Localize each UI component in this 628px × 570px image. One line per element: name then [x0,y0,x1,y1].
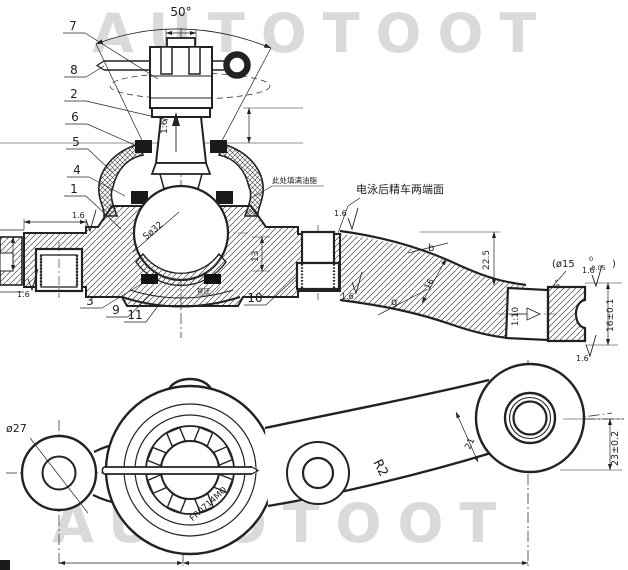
arm-boss-hole [301,456,335,490]
svg-text:1.6: 1.6 [17,290,30,299]
stud-taper-label: 1:6 [160,119,170,134]
callout-6: 6 [71,110,79,124]
arm-top-edge [264,378,490,430]
grease-note: 此处填满油脂 [272,175,317,185]
section-view: 1:6 [0,5,622,363]
annotation-notes: 电泳后精车两端面 此处填满油脂 铆压 [197,175,444,296]
left-end-block [0,229,24,293]
eye-dia-dim: ø27 [6,422,27,435]
callout-7: 7 [69,19,77,33]
cotter-pin-plan [101,466,260,475]
callout-5: 5 [72,135,80,149]
callout-4: 4 [73,163,81,177]
bearing-seat [135,252,227,287]
end-taper-label: 1:10 [511,307,521,326]
arm-thickness-dim: 16 [423,277,437,291]
offset-dim: 23±0.2 [610,431,621,466]
cotter-pin-loop [223,51,251,79]
castle-nut [149,37,213,109]
bottom-cover [121,296,241,308]
surface-q-label: q [391,297,397,308]
fillet-radius-label: R2 [369,457,390,479]
boot-clamp-lower-right [216,191,233,204]
callout-8: 8 [70,63,78,77]
left-bushing-boss [10,219,87,298]
surface-b-label: b [428,243,434,254]
pin-dia-dim: (ø15 0 -0.05 ) [552,255,616,272]
svg-text:0: 0 [589,255,593,263]
finish-faces-note: 电泳后精车两端面 [356,182,444,196]
svg-text:1.6: 1.6 [341,292,354,301]
arm-width-dim: 21 [464,437,478,452]
svg-text:(ø15: (ø15 [552,259,575,270]
chamfer-angle-label: 5° [552,278,563,289]
plan-view: ø27 [0,360,624,570]
boot-clamp-upper-right [210,140,227,153]
callout-3: 3 [86,294,94,308]
seal-left [141,274,158,284]
svg-text:): ) [612,259,616,270]
right-bushing-boss [295,225,341,300]
callouts: 7 8 2 6 5 4 1 3 9 11 10 [63,19,297,323]
boot-clamp-upper-left [135,140,152,153]
corner-artifact [0,560,10,570]
swing-angle-label: 50° [170,5,191,19]
callout-1: 1 [70,182,78,196]
roughness-marks: 1.6 1.6 1.6 1.6 1.6 1.6 [17,207,603,363]
seal-right [204,274,221,284]
callout-2: 2 [70,87,78,101]
callout-10: 10 [247,291,262,305]
taper-end [498,285,587,343]
boss-height-dim: 13 [251,251,261,262]
svg-text:1.6: 1.6 [334,209,347,218]
right-eye-hole [512,400,548,436]
boot-clamp-lower-left [131,191,148,204]
rivet-note: 铆压 [197,286,211,295]
svg-text:1.6: 1.6 [582,266,595,275]
drop-height-dim: 22.5 [482,250,492,270]
callout-9: 9 [112,303,120,317]
svg-text:1.6: 1.6 [72,211,85,220]
callout-11: 11 [127,308,142,322]
svg-text:-0.05: -0.05 [589,264,606,272]
swing-arc [95,28,272,49]
end-length-dim: 16±0.1 [606,299,616,332]
left-eye-hole [41,455,77,491]
svg-text:1.6: 1.6 [576,354,589,363]
